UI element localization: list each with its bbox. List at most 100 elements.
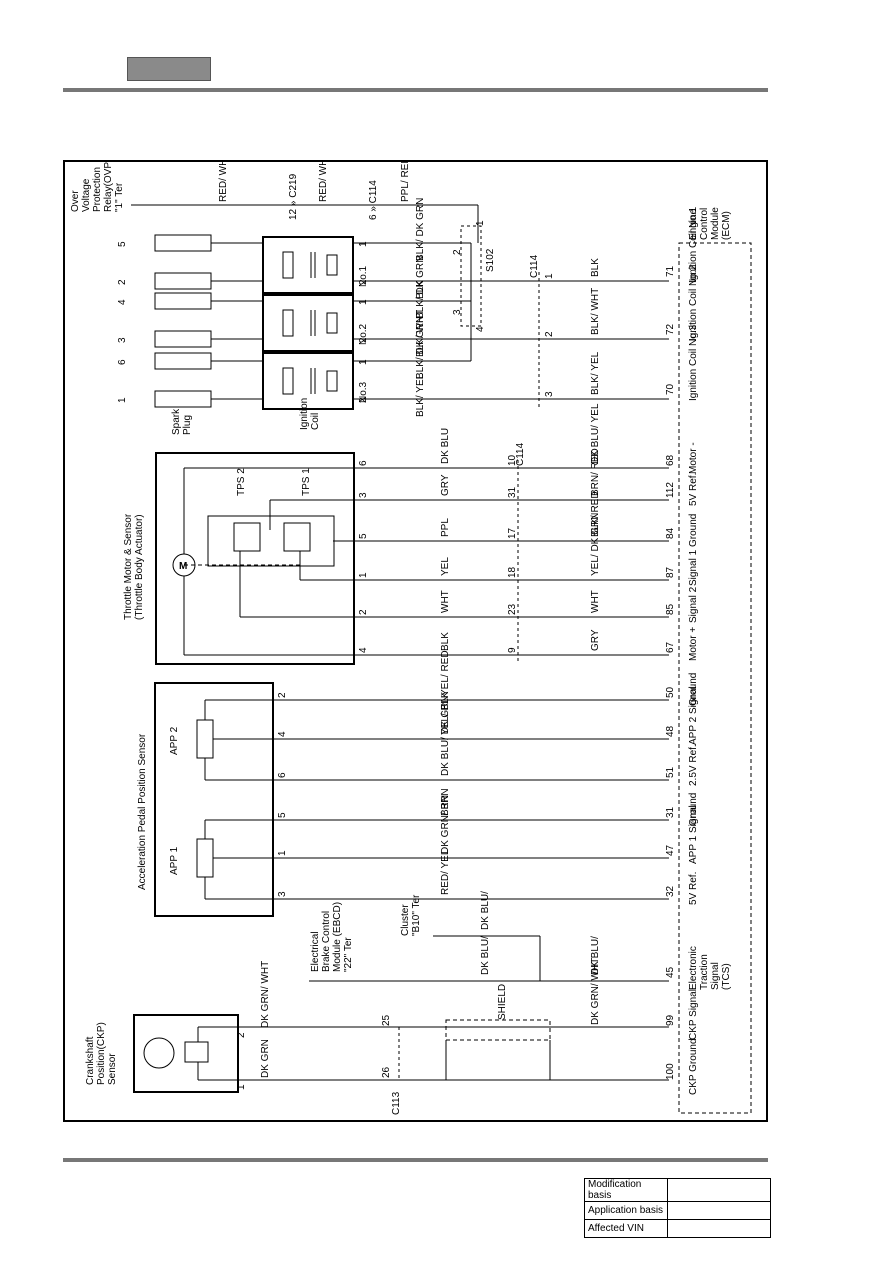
top-wire-2: PPL/ RED — [400, 160, 411, 202]
plug-num-2: 4 — [117, 299, 128, 305]
spark-plug-1 — [154, 390, 212, 408]
throttle-pin-2: 5 — [358, 533, 369, 539]
ckp-wire-1: DK GRN — [260, 1039, 271, 1078]
ckp-ecm-pin-1: 100 — [665, 1063, 676, 1080]
app-ecm-pin-4: 47 — [665, 844, 676, 856]
throttle-ecm-pin-4: 85 — [665, 603, 676, 615]
shield-label: SHIELD — [497, 984, 508, 1020]
c114-coil-pin-0: 1 — [544, 273, 555, 279]
tps2-label: TPS 2 — [236, 468, 247, 496]
throttle-wire-3: YEL — [440, 557, 451, 576]
throttle-ecm-wire-5: GRY — [590, 629, 601, 651]
app-ecm-label-1: APP 2 Signal — [688, 686, 699, 745]
app-ecm-label-5: 5V Ref. — [688, 872, 699, 905]
plug-num-5: 1 — [117, 397, 128, 403]
header-rule — [63, 88, 768, 92]
revision-table: Modification basis Application basis Aff… — [584, 1178, 771, 1238]
throttle-ecm-label-3: Signal 1 — [688, 549, 699, 586]
app-pin-5: 3 — [277, 891, 288, 897]
throttle-ecm-label-5: Motor + — [688, 627, 699, 661]
application-basis-value — [667, 1201, 771, 1220]
app-pin-3: 5 — [277, 812, 288, 818]
spark-plug-6 — [154, 352, 212, 370]
throttle-ecm-wire-4: WHT — [590, 590, 601, 613]
throttle-wire-0: DK BLU — [440, 428, 451, 464]
ecm-coil-wire-0: BLK — [590, 258, 601, 277]
coil-pin-1: 2 — [358, 279, 369, 285]
ovpr-label-0: Over — [70, 190, 81, 212]
ecm-label-3: (ECM) — [721, 211, 732, 240]
throttle-ecm-pin-3: 87 — [665, 566, 676, 578]
throttle-wire-1: GRY — [440, 474, 451, 496]
throttle-pin-1: 3 — [358, 492, 369, 498]
ignition-coil-label-0: Ignition — [299, 398, 310, 430]
diagram-static — [131, 204, 752, 1114]
ovpr-label-2: Protection — [92, 167, 103, 212]
coil-pin-5: 2 — [358, 397, 369, 403]
app1-label: APP 1 — [169, 846, 180, 875]
ecm-coil-pin-0: 71 — [665, 265, 676, 277]
tps2-element — [233, 522, 261, 552]
throttle-wire-2: PPL — [440, 518, 451, 537]
app-sensor-label: Acceleration Pedal Position Sensor — [137, 733, 148, 890]
throttle-c114-pin-2: 17 — [507, 527, 518, 539]
tcs-wire-ecm: DK BLU/ — [590, 936, 601, 975]
ecm-coil-pin-2: 70 — [665, 383, 676, 395]
throttle-ecm-wire-2: BLK/ RED — [590, 491, 601, 537]
app-sensor-body — [154, 682, 274, 917]
throttle-pin-5: 4 — [358, 647, 369, 653]
throttle-ecm-wire-0: DK BLU/ YEL — [590, 403, 601, 464]
c114-top-label: 6 » C114 — [368, 180, 379, 220]
spark-plug-4 — [154, 292, 212, 310]
ecm-coil-wire-2: BLK/ YEL — [590, 351, 601, 395]
ckp-pin-0: 2 — [236, 1032, 247, 1038]
app-pin-4: 1 — [277, 850, 288, 856]
ecm-label-1: Control — [699, 208, 710, 240]
app-wire-5: RED/ YEL — [440, 849, 451, 895]
ignition-coil-label-1: Coil — [310, 413, 321, 430]
ecm-box — [678, 242, 752, 1114]
ecm-coil-wire-1: BLK/ WHT — [590, 288, 601, 335]
ckp-ecm-label-1: CKP Ground — [688, 1038, 699, 1095]
tcs-pin: 45 — [665, 966, 676, 978]
application-basis-label: Application basis — [584, 1201, 668, 1220]
tcs-wire-top: DK BLU/ — [480, 891, 491, 930]
coil-wire-5: BLK/ YEL — [415, 373, 426, 417]
coil-num-1: No.2 — [358, 323, 369, 345]
coil-num-0: No.1 — [358, 265, 369, 287]
top-wire-1: RED/ WHT — [318, 160, 329, 202]
modification-basis-label: Modification basis — [584, 1178, 668, 1202]
ovpr-label-1: Voltage — [81, 178, 92, 212]
app-ecm-pin-1: 48 — [665, 725, 676, 737]
c113-label: C113 — [391, 1091, 402, 1115]
ecm-coil-pin-1: 72 — [665, 323, 676, 335]
tcs-label-0: Electronic — [688, 946, 699, 990]
throttle-ecm-label-2: Ground — [688, 514, 699, 547]
coil-wire-4: BLK/ DK GRN — [415, 316, 426, 379]
throttle-label-1: (Throttle Body Actuator) — [134, 514, 145, 620]
throttle-pin-4: 2 — [358, 609, 369, 615]
app-ecm-pin-5: 32 — [665, 885, 676, 897]
spark-plug-label-1: Plug — [182, 415, 193, 435]
app2-label: APP 2 — [169, 726, 180, 755]
footer-rule — [63, 1158, 768, 1162]
s102-pin-1: 2 — [452, 249, 463, 255]
ignition-coil-2 — [262, 294, 354, 352]
coil-wire-2: BLK/ DK GRN — [415, 256, 426, 319]
app-wire-4: DK GRN/ BRN — [440, 788, 451, 854]
ecm-label-0: Engine — [688, 208, 699, 240]
ckp-wire-0: DK GRN/ WHT — [260, 961, 271, 1028]
coil-pin-3: 2 — [358, 337, 369, 343]
app2-element — [196, 719, 214, 759]
coil-num-2: No.3 — [358, 381, 369, 403]
coil-wire-3: BLK/ WHT — [415, 310, 426, 357]
c114-throttle-label: C114 — [515, 442, 526, 466]
app-pin-1: 4 — [277, 731, 288, 737]
app-ecm-label-2: 2.5V Ref. — [688, 744, 699, 786]
ckp-ecm-pin-0: 99 — [665, 1014, 676, 1026]
throttle-c114-pin-5: 9 — [507, 647, 518, 653]
coil-wire-1: BLK — [415, 280, 426, 299]
s102-pin-2: 3 — [452, 309, 463, 315]
